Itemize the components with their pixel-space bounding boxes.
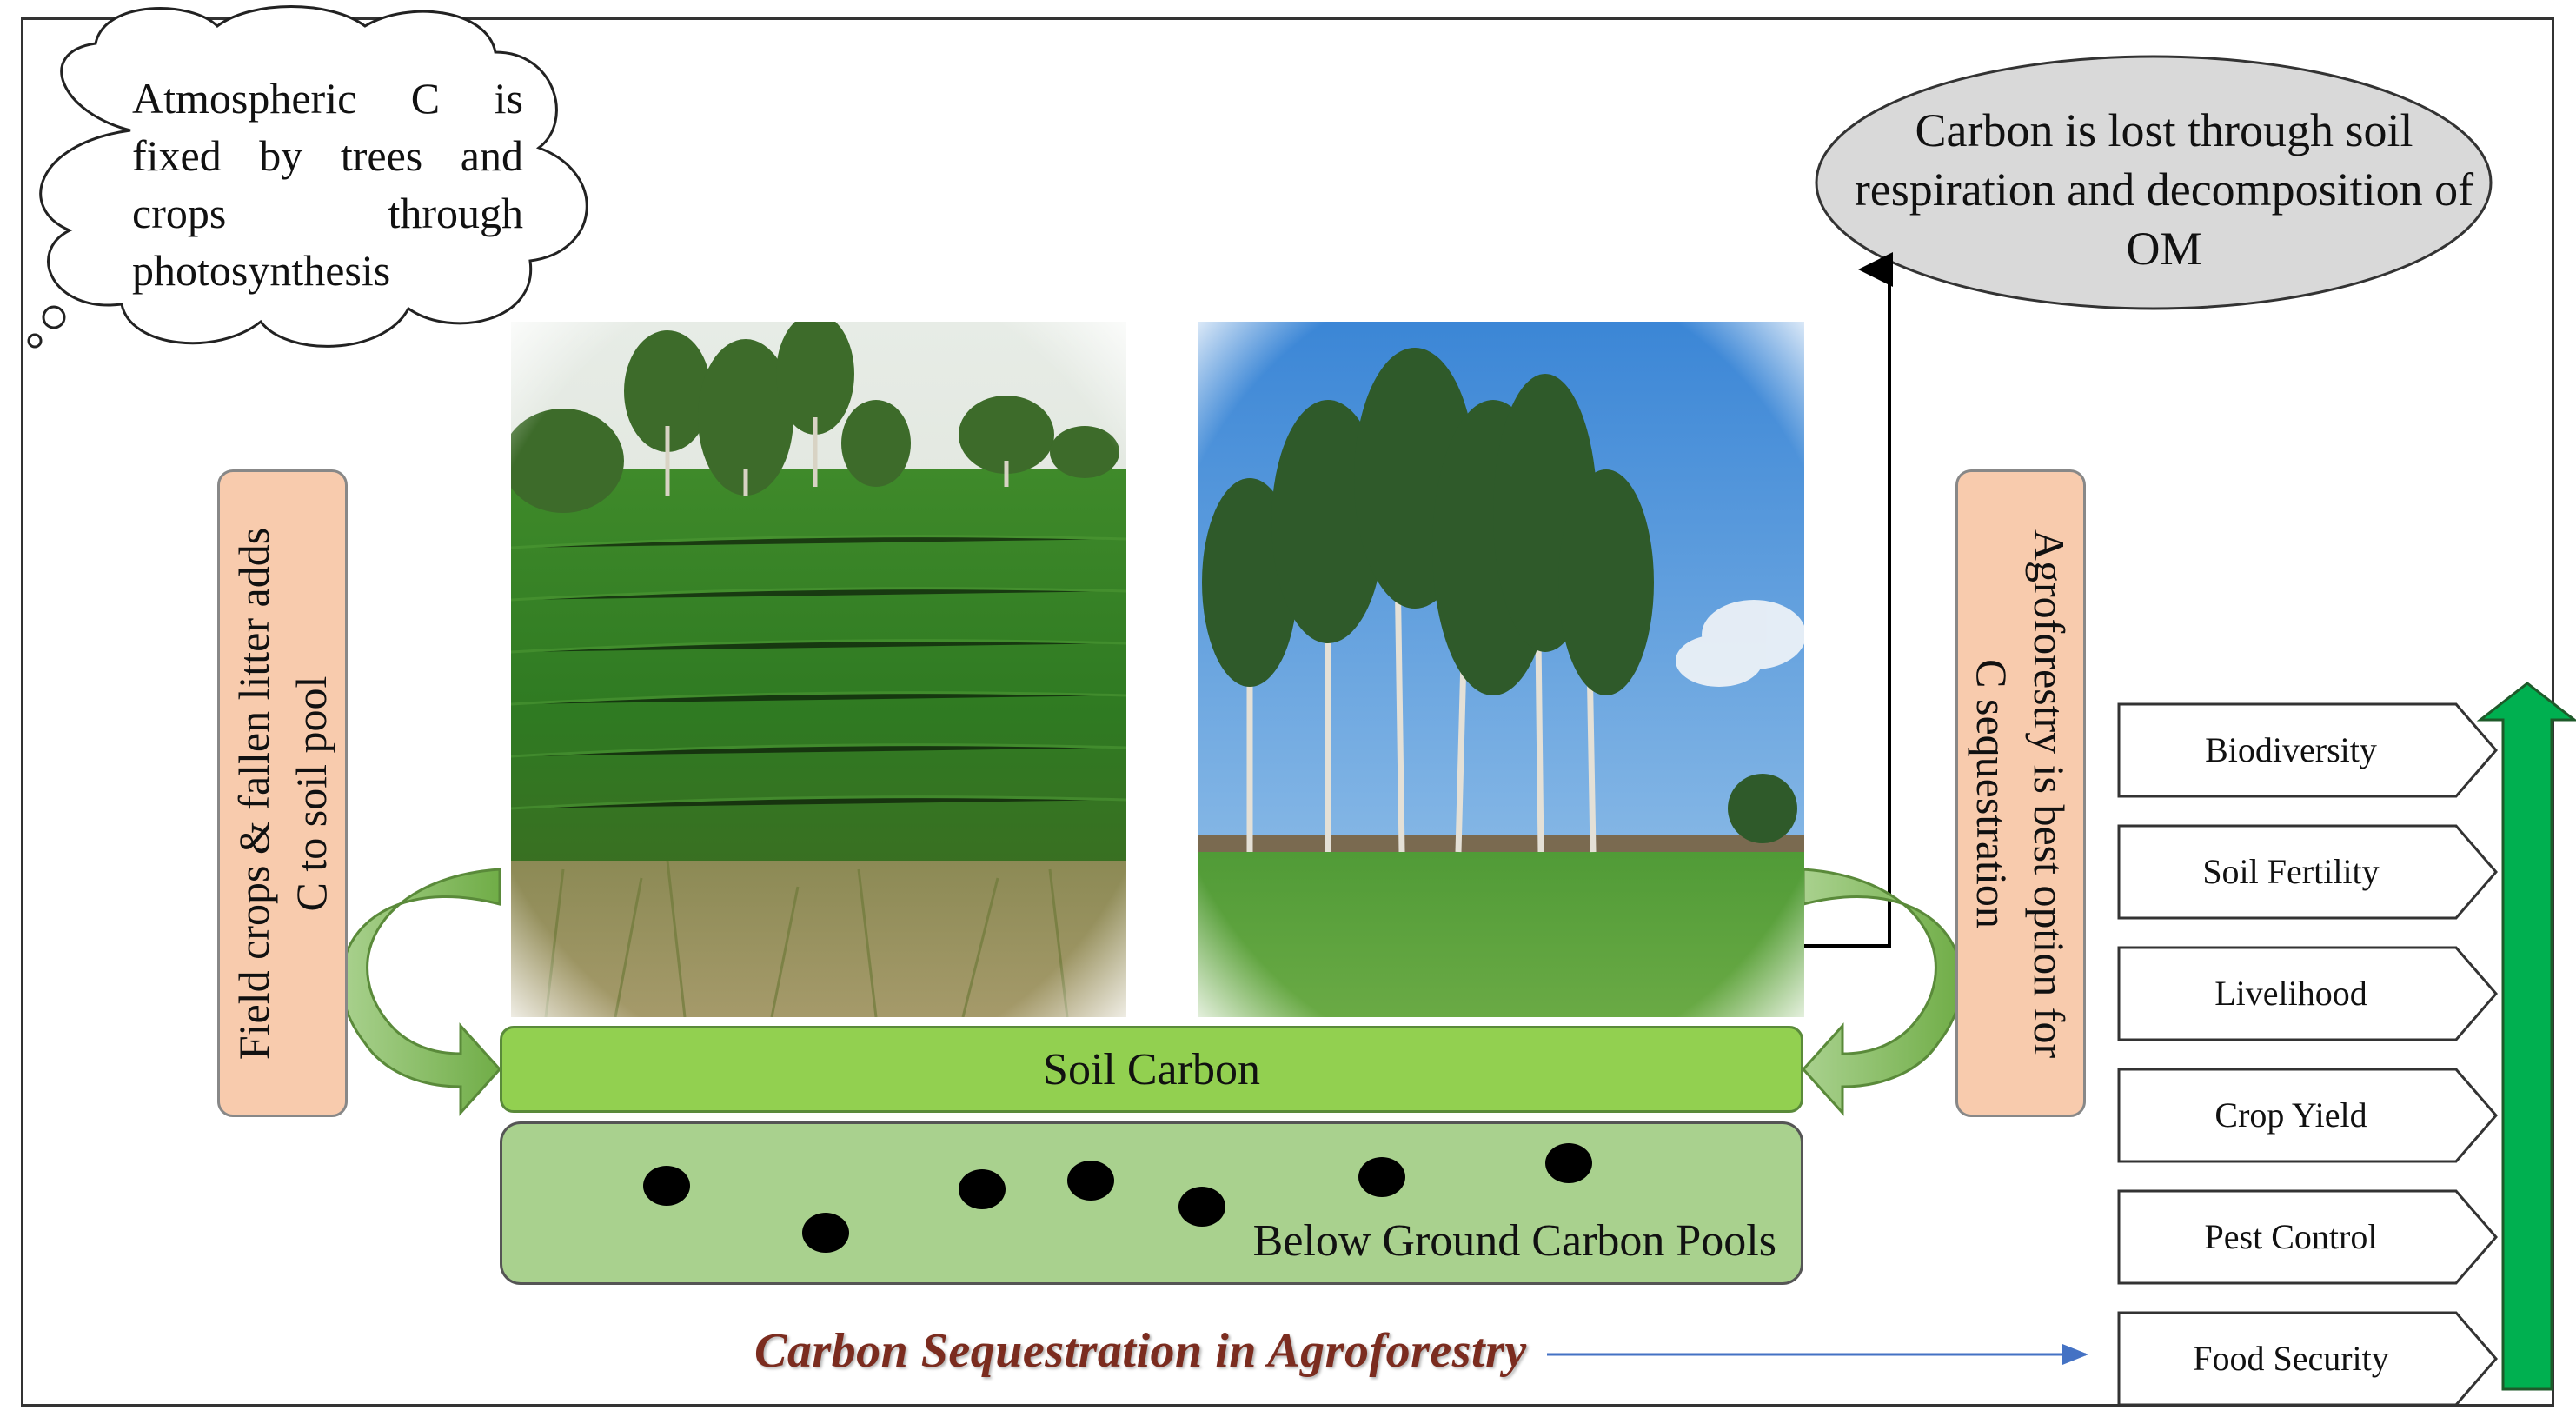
benefit-label: Livelihood	[2214, 974, 2367, 1013]
benefit-chevron	[2117, 946, 2498, 1041]
cloud-shape	[27, 5, 588, 349]
diagram-caption: Carbon Sequestration in Agroforestry	[754, 1324, 1527, 1378]
carbon-dot	[802, 1213, 849, 1253]
cloud-text: Atmospheric C is fixed by trees and crop…	[132, 74, 523, 295]
right-process-line1: Agroforestry is best option for	[2025, 529, 2074, 1058]
benefit-item: Crop Yield	[2117, 1068, 2498, 1163]
left-process-box: Field crops & fallen litter adds C to so…	[217, 469, 348, 1117]
right-curved-arrow	[1801, 868, 1963, 1116]
right-process-text: Agroforestry is best option for C seques…	[1963, 529, 2078, 1057]
carbon-dot	[1067, 1161, 1114, 1201]
benefit-item: Livelihood	[2117, 946, 2498, 1041]
benefit-chevron	[2117, 702, 2498, 798]
right-process-box: Agroforestry is best option for C seques…	[1955, 469, 2086, 1117]
benefit-chevron	[2117, 824, 2498, 920]
benefit-label: Food Security	[2193, 1339, 2389, 1378]
benefit-item: Biodiversity	[2117, 702, 2498, 798]
benefit-item: Food Security	[2117, 1311, 2498, 1407]
carbon-dot	[1178, 1187, 1225, 1227]
carbon-dot	[643, 1166, 690, 1206]
benefit-item: Soil Fertility	[2117, 824, 2498, 920]
ellipse-text: Carbon is lost through soil respiration …	[1854, 104, 2474, 275]
left-process-line2: C to soil pool	[287, 675, 335, 911]
benefit-chevron	[2117, 1311, 2498, 1407]
soil-carbon-label: Soil Carbon	[1043, 1045, 1260, 1095]
loss-ellipse	[1815, 55, 2493, 310]
soil-carbon-bar: Soil Carbon	[500, 1026, 1803, 1113]
right-process-line2: C sequestration	[1968, 658, 2016, 928]
carbon-dot	[959, 1169, 1006, 1209]
left-curved-arrow	[340, 868, 502, 1116]
benefit-label: Pest Control	[2204, 1217, 2378, 1256]
benefit-chevron	[2117, 1189, 2498, 1285]
benefit-label: Soil Fertility	[2202, 852, 2380, 891]
left-process-line1: Field crops & fallen litter adds	[229, 527, 278, 1060]
benefit-chevron	[2117, 1068, 2498, 1163]
up-arrow	[2476, 682, 2576, 1391]
crop-field-photo	[511, 322, 1126, 1017]
left-process-text: Field crops & fallen litter adds C to so…	[225, 527, 340, 1059]
carbon-dot	[1358, 1157, 1405, 1197]
below-ground-label: Below Ground Carbon Pools	[1252, 1216, 1776, 1266]
carbon-dot	[1545, 1143, 1592, 1183]
benefit-label: Biodiversity	[2205, 730, 2377, 769]
below-ground-pools: Below Ground Carbon Pools	[500, 1121, 1803, 1285]
benefit-label: Crop Yield	[2214, 1095, 2367, 1135]
agroforestry-photo	[1198, 322, 1804, 1017]
benefit-item: Pest Control	[2117, 1189, 2498, 1285]
